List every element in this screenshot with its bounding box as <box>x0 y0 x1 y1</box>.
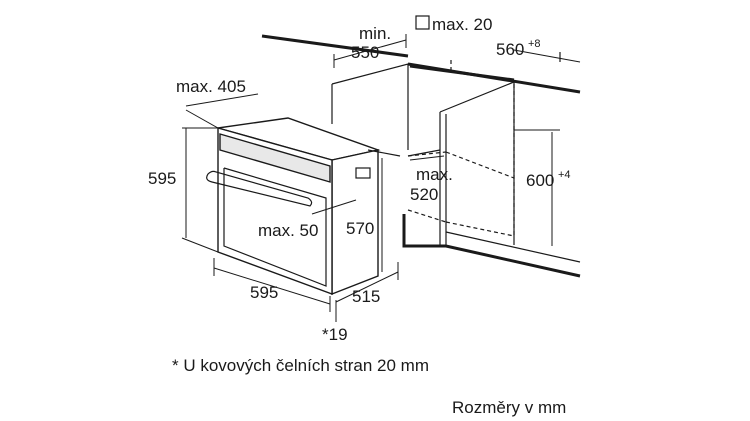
label-560: 560 <box>496 40 524 59</box>
dim-max-405 <box>185 93 259 107</box>
label-min-550-2: 550 <box>351 43 379 62</box>
dim-width-595 <box>213 267 331 305</box>
footnote: * U kovových čelních stran 20 mm <box>172 356 429 375</box>
label-star-19: *19 <box>322 325 348 344</box>
oven-control-panel <box>219 133 331 183</box>
label-max-520-1: max. <box>416 165 453 184</box>
label-max-50: max. 50 <box>258 221 318 240</box>
label-min-550-1: min. <box>359 24 391 43</box>
cabinet-niche <box>261 34 581 278</box>
back-dash-left <box>407 151 447 157</box>
label-max-20: max. 20 <box>432 15 492 34</box>
label-width-595: 595 <box>250 283 278 302</box>
dim-560 <box>513 49 581 63</box>
worktop-front <box>409 64 515 82</box>
cabinet-left-top <box>331 63 409 150</box>
shelf-line <box>407 149 441 157</box>
cabinet-floor <box>402 214 581 278</box>
dim-max-50 <box>311 199 357 215</box>
mounting-bracket <box>355 167 371 179</box>
label-600-tol: +4 <box>558 169 571 181</box>
label-height-570: 570 <box>346 219 374 238</box>
dimension-labels: min. 550 max. 20 560 +8 max. 405 595 max… <box>148 15 571 344</box>
oven-rear-top <box>367 149 401 157</box>
square-symbol <box>415 15 430 30</box>
cabinet-right-panel <box>439 81 515 245</box>
floor-inner <box>445 231 581 263</box>
back-dash-bottom <box>445 221 515 237</box>
label-height-595: 595 <box>148 169 176 188</box>
back-dash-top <box>445 151 515 179</box>
oven <box>206 117 401 296</box>
oven-door <box>223 167 327 287</box>
dim-min-550 <box>333 39 407 61</box>
dim-depth-515 <box>335 271 399 303</box>
label-560-tol: +8 <box>528 38 541 50</box>
label-height-600: 600 <box>526 171 554 190</box>
label-depth-515: 515 <box>352 287 380 306</box>
dim-max-520 <box>409 155 445 161</box>
units-note: Rozměry v mm <box>452 398 567 417</box>
label-max-520-2: 520 <box>410 185 438 204</box>
dimension-lines <box>181 34 581 322</box>
label-max-405: max. 405 <box>176 77 246 96</box>
oven-handle <box>206 170 313 207</box>
worktop-edge <box>261 34 409 58</box>
